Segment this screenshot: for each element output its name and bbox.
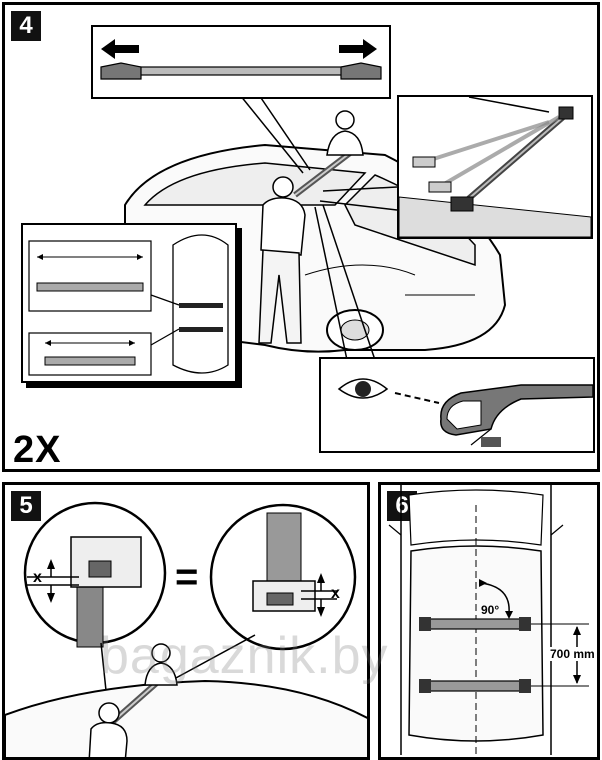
distance-label: 700 mm bbox=[549, 647, 596, 661]
bar-position-drawing bbox=[28, 234, 229, 376]
step-4-badge: 4 bbox=[11, 11, 41, 41]
angle-label: 90° bbox=[481, 603, 500, 617]
gap-label-right: x bbox=[331, 585, 340, 602]
gap-label-left: x bbox=[33, 569, 42, 586]
step-4-panel: 4 bbox=[2, 2, 600, 472]
bar-adjust-inset bbox=[91, 25, 391, 99]
step-5-illustration bbox=[5, 501, 367, 757]
step-6-panel: 6 90° 700 mm bbox=[378, 482, 600, 760]
bar-adjust-drawing bbox=[100, 39, 382, 80]
eye-check-drawing bbox=[337, 378, 593, 447]
roof-rail-drawing bbox=[399, 97, 591, 237]
equals-sign: = bbox=[175, 555, 199, 599]
step-6-illustration bbox=[388, 485, 589, 757]
step-5-badge: 5 bbox=[11, 491, 41, 521]
bar-position-inset bbox=[21, 223, 237, 383]
step-4-multiplier: 2X bbox=[13, 429, 62, 471]
step-5-panel: 5 x x = bbox=[2, 482, 370, 760]
eye-check-inset bbox=[319, 357, 595, 453]
roof-rail-inset bbox=[397, 95, 593, 239]
